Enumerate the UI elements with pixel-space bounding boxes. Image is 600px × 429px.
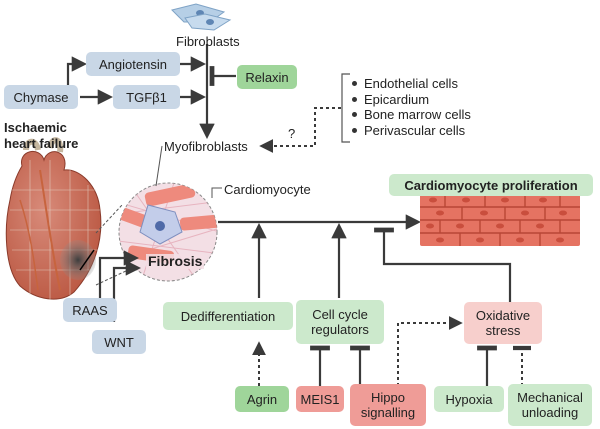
- zoom-connector-bottom: [95, 269, 129, 286]
- cardiomyocyte-label: Cardiomyocyte: [224, 182, 311, 197]
- angiotensin-box: Angiotensin: [86, 52, 180, 76]
- tgfb1-box: TGFβ1: [113, 85, 180, 109]
- oxidative-stress-inhibition: [374, 227, 512, 304]
- chymase-box: Chymase: [4, 85, 78, 109]
- sources-bracket: [341, 73, 350, 143]
- fibroblast-cells-icon: [171, 3, 232, 31]
- heart-illustration: [5, 137, 102, 300]
- wnt-to-fibrosis-arrow: [112, 260, 142, 322]
- dedifferentiation-box: Dedifferentiation: [163, 302, 293, 330]
- raas-to-fibrosis-arrow: [98, 250, 140, 300]
- ischaemic-heart-failure-label: Ischaemic heart failure: [4, 120, 79, 151]
- source-item: Endothelial cells: [352, 76, 471, 92]
- cardiomyocyte-tissue-icon: [420, 194, 580, 246]
- hypoxia-box: Hypoxia: [434, 386, 504, 412]
- hippo-to-oxidative-arrow: [397, 316, 463, 386]
- agrin-box: Agrin: [235, 386, 289, 412]
- source-item: Perivascular cells: [352, 123, 471, 139]
- sources-to-myofibroblast-arrow: [259, 107, 341, 153]
- source-item: Bone marrow cells: [352, 107, 471, 123]
- meis1-box: MEIS1: [296, 386, 344, 412]
- relaxin-box: Relaxin: [237, 65, 297, 89]
- raas-box: RAAS: [63, 298, 117, 322]
- cardiomyocyte-pointer: [211, 187, 222, 198]
- wnt-box: WNT: [92, 330, 146, 354]
- fibroblasts-label: Fibroblasts: [176, 34, 240, 49]
- chymase-to-angiotensin-arrow: [66, 56, 88, 86]
- cardiomyocyte-proliferation-box: Cardiomyocyte proliferation: [389, 174, 593, 196]
- myofibroblast-pointer: [155, 145, 163, 187]
- question-mark-label: ?: [288, 126, 296, 141]
- myofibroblast-sources-list: Endothelial cells Epicardium Bone marrow…: [352, 76, 471, 138]
- oxidative-stress-box: Oxidative stress: [464, 302, 542, 344]
- cell-cycle-regulators-box: Cell cycle regulators: [296, 300, 384, 344]
- zoom-connector-top: [95, 204, 123, 234]
- source-item: Epicardium: [352, 92, 471, 108]
- myofibroblasts-label: Myofibroblasts: [164, 139, 248, 154]
- fibrosis-label: Fibrosis: [146, 253, 205, 269]
- hippo-signalling-box: Hippo signalling: [350, 384, 426, 426]
- mechanical-unloading-box: Mechanical unloading: [508, 384, 592, 426]
